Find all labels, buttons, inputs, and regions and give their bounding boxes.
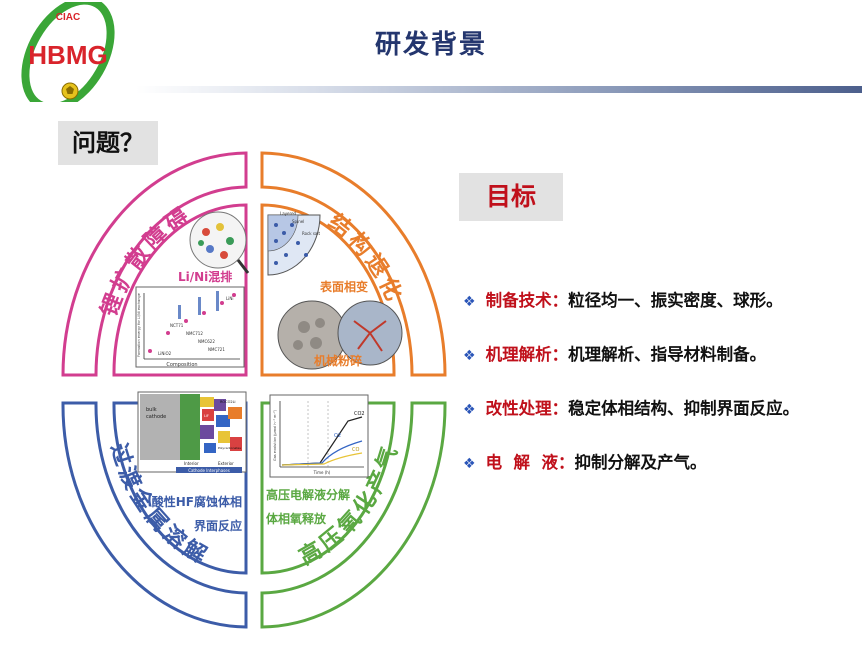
formation-energy-chart: LiNiO2 NCT71 LiNi NMC712 NMC622 NMC721 C… <box>135 286 245 368</box>
quadrant-high-voltage-gassing: 高压氧化产气 CO2 O2 CO Time (h) Gas evolution … <box>260 394 447 629</box>
quadrant-structural-degradation: 结构退化 Layered Spinel Rock salt 表面相变 机械粉碎 <box>260 151 447 377</box>
problem-label: 问题？ <box>72 129 144 157</box>
problem-label-box <box>58 121 158 165</box>
goal-item: ❖制备技术：粒径均一、振实密度、球形。 <box>463 291 783 310</box>
chart-label-o2: O2 <box>334 433 341 439</box>
chart-label-nmc622: NMC622 <box>198 339 215 344</box>
mini-label-cathode-interphases: Cathode Interphases <box>188 468 230 473</box>
mini-label-interior: Interior <box>184 461 199 466</box>
chart-x-label: Composition <box>166 362 197 368</box>
chart-label-lini: LiNi <box>226 296 233 301</box>
chart-label-co2: CO2 <box>354 411 365 417</box>
mini-label-lif: LiF <box>204 414 209 418</box>
surface-phase-illustration: Layered Spinel Rock salt <box>267 211 321 276</box>
page-title: 研发背景 <box>374 30 487 60</box>
mini-label-roco2li: ROCO2Li <box>220 400 236 404</box>
caption-li-ni-mixing: Li/Ni混排 <box>178 269 232 284</box>
chart-x-label-time: Time (h) <box>313 470 331 475</box>
li-ni-mixing-illustration <box>189 211 250 274</box>
quadrant-lithium-diffusion: 锂扩散障碍 Li/Ni混排 LiNiO2 NCT71 LiNi NMC712 N… <box>61 151 250 377</box>
chart-y-label: Formation energy for Li/Ni exchange <box>137 293 141 357</box>
goal-item: ❖机理解析：机理解析、指导材料制备。 <box>463 345 767 364</box>
goal-item: ❖改性处理：稳定体相结构、抑制界面反应。 <box>463 399 800 418</box>
gas-evolution-chart: CO2 O2 CO Time (h) Gas evolution (μmol h… <box>269 394 369 478</box>
problem-diagram: 锂扩散障碍 Li/Ni混排 LiNiO2 NCT71 LiNi NMC712 N… <box>61 151 447 629</box>
diamond-bullet-icon: ❖ <box>463 402 476 418</box>
cathode-interphase-illustration: bulk cathode Interior Exterior Cathode I… <box>137 391 247 473</box>
mini-label-bulk: bulk <box>146 407 157 413</box>
mini-label-cathode: cathode <box>146 414 166 420</box>
goal-item: ❖电 解 液：抑制分解及产气。 <box>463 453 707 472</box>
mini-label-rocksalt: Rock salt <box>302 231 320 236</box>
goal-label: 目标 <box>485 182 536 211</box>
goal-label-box <box>459 173 563 221</box>
caption-hf-corrosion: 酸性HF腐蚀体相 <box>152 494 242 509</box>
chart-label-nct71: NCT71 <box>170 323 184 328</box>
chart-label-nmc721: NMC721 <box>208 347 225 352</box>
chart-label-linio2: LiNiO2 <box>158 351 172 356</box>
diamond-bullet-icon: ❖ <box>463 456 476 472</box>
soccer-ball-icon <box>61 82 79 100</box>
mechanical-pulverization-illustration <box>277 300 403 370</box>
chart-label-co: CO <box>352 447 359 453</box>
hbmg-logo: CIAC HBMG <box>21 2 115 102</box>
caption-mechanical-pulverization: 机械粉碎 <box>314 353 362 368</box>
logo-top-text: CIAC <box>56 12 80 23</box>
mini-label-exterior: Exterior <box>218 461 234 466</box>
mini-label-polycarbonates: Polycarbonates <box>218 446 241 450</box>
diamond-bullet-icon: ❖ <box>463 294 476 310</box>
logo-main-text: HBMG <box>28 40 107 70</box>
caption-electrolyte-decomposition: 高压电解液分解 <box>266 487 350 502</box>
quadrant-transition-metal-dissolution: 过渡金属溶解 bulk cathode Interior Exterior Ca… <box>61 391 248 629</box>
caption-interface-reaction: 界面反应 <box>194 518 242 533</box>
mini-label-layered: Layered <box>280 211 297 216</box>
mini-label-spinel: Spinel <box>292 219 304 224</box>
header-rule <box>136 86 862 93</box>
chart-y-label-gas: Gas evolution (μmol h⁻¹ m⁻²) <box>273 409 277 461</box>
caption-surface-phase-change: 表面相变 <box>319 279 368 294</box>
diamond-bullet-icon: ❖ <box>463 348 476 364</box>
chart-label-nmc712: NMC712 <box>186 331 203 336</box>
caption-oxygen-release: 体相氧释放 <box>266 511 327 526</box>
